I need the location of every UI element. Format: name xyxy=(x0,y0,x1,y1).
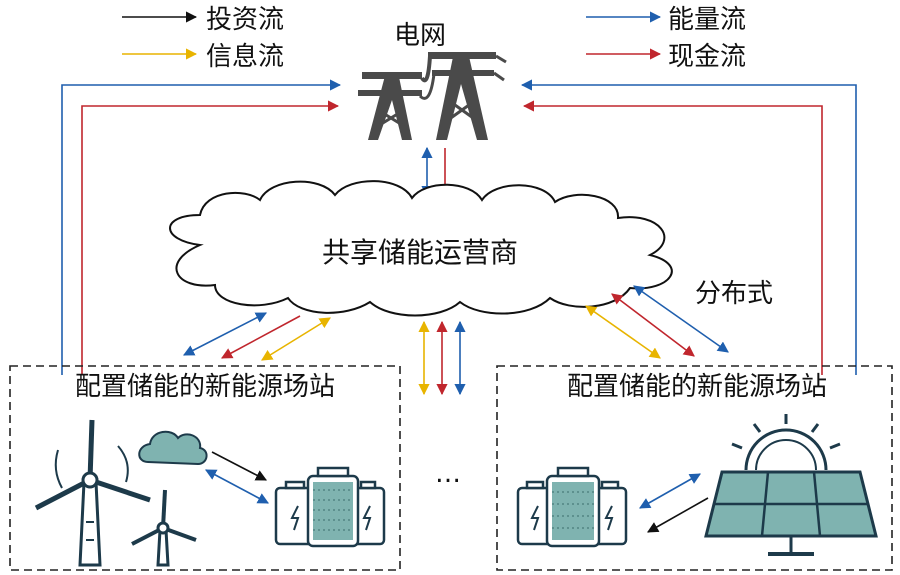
legend: 投资流 信息流 能量流 现金流 xyxy=(122,5,746,72)
left-station-label: 配置储能的新能源场站 xyxy=(75,372,335,402)
operator-cloud xyxy=(169,180,673,317)
left-investment-arrow xyxy=(211,451,267,481)
legend-investment-label: 投资流 xyxy=(206,5,284,35)
solar-panel-icon xyxy=(704,470,878,556)
sun-icon xyxy=(731,414,841,471)
right-investment-arrow xyxy=(647,497,709,533)
left-energy-arrow xyxy=(205,469,269,504)
right-energy-arrow xyxy=(639,473,701,509)
left-station-grid-energy-line xyxy=(61,79,342,375)
left-station-grid-cash-line xyxy=(81,100,340,375)
right-station-grid-cash-line xyxy=(522,100,823,375)
wind-turbine-icon xyxy=(34,419,197,567)
legend-information-label: 信息流 xyxy=(206,42,284,72)
right-operator-energy-arrow xyxy=(633,285,729,353)
cloud-icon xyxy=(138,430,208,466)
right-station-label: 配置储能的新能源场站 xyxy=(567,372,827,402)
more-stations-ellipsis: … xyxy=(435,459,461,489)
left-station-box xyxy=(9,365,401,571)
battery-storage-icon xyxy=(274,466,386,548)
left-operator-cash-arrow xyxy=(221,315,301,359)
right-operator-cash-arrow xyxy=(611,293,695,357)
right-operator-information-arrow xyxy=(585,305,661,359)
distributed-label: 分布式 xyxy=(695,279,773,309)
operator-label: 共享储能运营商 xyxy=(322,236,518,269)
left-operator-information-arrow xyxy=(261,317,331,361)
right-station-box xyxy=(496,365,893,571)
right-station-grid-energy-line xyxy=(520,79,857,375)
legend-cash-label: 现金流 xyxy=(668,42,746,72)
legend-energy-label: 能量流 xyxy=(668,5,746,35)
battery-storage-icon xyxy=(516,466,628,548)
power-grid-tower-icon xyxy=(358,52,507,140)
grid-label: 电网 xyxy=(394,21,446,51)
left-operator-energy-arrow xyxy=(183,312,267,356)
